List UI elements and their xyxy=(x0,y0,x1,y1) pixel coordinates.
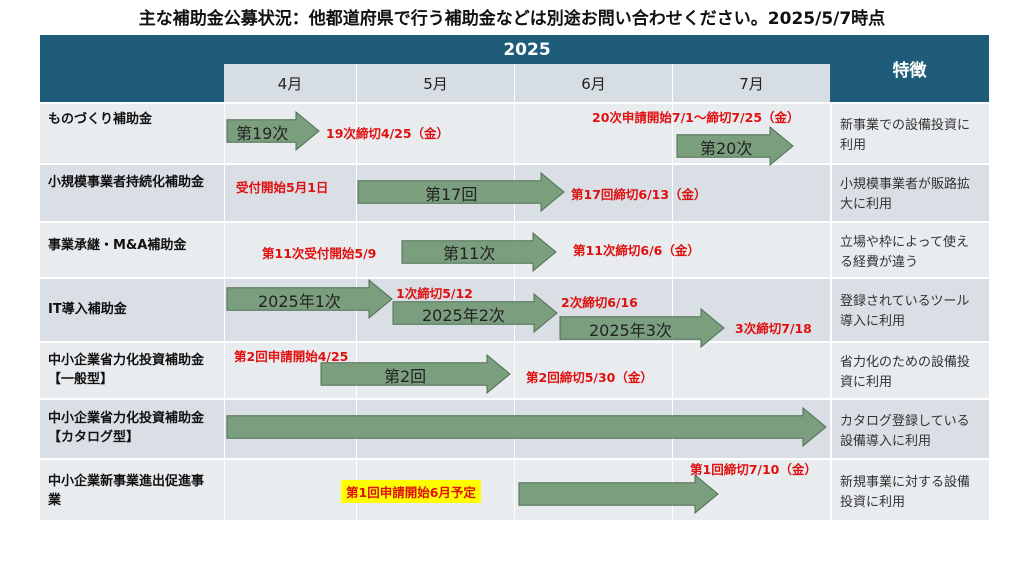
month-6: 6月 xyxy=(515,64,672,102)
note-shinki-open: 第1回申請開始6月予定 xyxy=(341,480,481,503)
arrow-label: 第19次 xyxy=(236,124,289,143)
arrow-polygon xyxy=(320,354,511,394)
note-jigyo11-open: 第11次受付開始5/9 xyxy=(262,246,377,261)
grid-line xyxy=(356,104,357,520)
header-corner xyxy=(40,35,224,102)
grid-line xyxy=(672,104,673,520)
row-label-monozukuri: ものづくり補助金 xyxy=(48,112,153,127)
row-label-shinjigyo: 中小企業新事業進出促進事業 xyxy=(48,474,205,508)
arrow-polygon xyxy=(226,407,827,447)
header-year: 2025 xyxy=(224,35,830,64)
arrow-shape xyxy=(559,308,725,348)
row-label-it: IT導入補助金 xyxy=(48,302,127,317)
note-it1-close: 1次締切5/12 xyxy=(396,286,473,301)
arrow-label: 2025年3次 xyxy=(589,321,672,340)
arrow-jigyo-11: 第11次 xyxy=(401,232,557,272)
arrow-label: 2025年1次 xyxy=(258,292,341,311)
note-shou-open: 受付開始5月1日 xyxy=(236,180,329,195)
note-shinki-close: 第1回締切7/10（金） xyxy=(690,462,817,477)
arrow-label: 第11次 xyxy=(443,244,496,263)
feature-shoryokuka-catalog: カタログ登録している設備導入に利用 xyxy=(840,414,970,449)
arrow-polygon xyxy=(392,293,558,333)
arrow-it-2: 2025年2次 xyxy=(392,293,558,333)
arrow-shape xyxy=(357,172,565,212)
arrow-it-3: 2025年3次 xyxy=(559,308,725,348)
page-title: 主な補助金公募状況：他都道府県で行う補助金などは別途お問い合わせください。202… xyxy=(138,9,886,29)
arrow-shape xyxy=(226,407,827,447)
header-feature: 特徴 xyxy=(830,35,989,102)
month-4: 4月 xyxy=(224,64,356,102)
grid-line xyxy=(224,104,225,520)
feature-jigyo-shokei: 立場や枠によって使える経費が違う xyxy=(840,235,969,270)
arrow-polygon xyxy=(676,126,794,166)
feature-it: 登録されているツール導入に利用 xyxy=(840,294,970,329)
feature-shoryokuka-ippan: 省力化のための設備投資に利用 xyxy=(840,355,971,390)
arrow-polygon xyxy=(518,474,719,514)
arrow-it-1: 2025年1次 xyxy=(226,279,393,319)
note-mono19-close: 19次締切4/25（金） xyxy=(326,126,450,141)
arrow-ippan-2: 第2回 xyxy=(320,354,511,394)
arrow-shape xyxy=(226,279,393,319)
arrow-catalog xyxy=(226,407,827,447)
arrow-shoukibo-17: 第17回 xyxy=(357,172,565,212)
arrow-shinki xyxy=(518,474,719,514)
arrow-shape xyxy=(226,111,320,151)
arrow-polygon xyxy=(226,111,320,151)
arrow-shape xyxy=(518,474,719,514)
arrow-shape xyxy=(401,232,557,272)
arrow-polygon xyxy=(559,308,725,348)
note-ippan2-close: 第2回締切5/30（金） xyxy=(526,370,653,385)
arrow-label: 2025年2次 xyxy=(422,306,505,325)
row-label-jigyo-shokei: 事業承継・M&A補助金 xyxy=(48,238,187,253)
feature-shoukibo: 小規模事業者が販路拡大に利用 xyxy=(840,177,971,212)
feature-monozukuri: 新事業での設備投資に利用 xyxy=(840,118,971,153)
arrow-shape xyxy=(676,126,794,166)
grid-line xyxy=(830,104,832,520)
arrow-polygon xyxy=(226,279,393,319)
arrow-monozukuri-20: 第20次 xyxy=(676,126,794,166)
note-jigyo11-close: 第11次締切6/6（金） xyxy=(573,243,700,258)
month-5: 5月 xyxy=(357,64,514,102)
row-label-shoryokuka-catalog: 中小企業省力化投資補助金【カタログ型】 xyxy=(48,411,205,445)
arrow-shape xyxy=(392,293,558,333)
note-ippan2-open: 第2回申請開始4/25 xyxy=(234,349,349,364)
feature-shinjigyo: 新規事業に対する設備投資に利用 xyxy=(840,475,971,510)
note-shou17-close: 第17回締切6/13（金） xyxy=(571,187,707,202)
note-it3-close: 3次締切7/18 xyxy=(735,321,812,336)
arrow-label: 第17回 xyxy=(425,185,478,204)
row-label-shoukibo: 小規模事業者持続化補助金 xyxy=(48,175,205,190)
arrow-monozukuri-19: 第19次 xyxy=(226,111,320,151)
row-label-shoryokuka-ippan: 中小企業省力化投資補助金【一般型】 xyxy=(48,353,205,387)
note-mono20-open: 20次申請開始7/1～締切7/25（金） xyxy=(592,110,800,125)
arrow-polygon xyxy=(401,232,557,272)
month-7: 7月 xyxy=(673,64,830,102)
arrow-label: 第2回 xyxy=(384,367,427,386)
arrow-polygon xyxy=(357,172,565,212)
arrow-shape xyxy=(320,354,511,394)
note-it2-close: 2次締切6/16 xyxy=(561,295,638,310)
arrow-label: 第20次 xyxy=(700,139,753,158)
